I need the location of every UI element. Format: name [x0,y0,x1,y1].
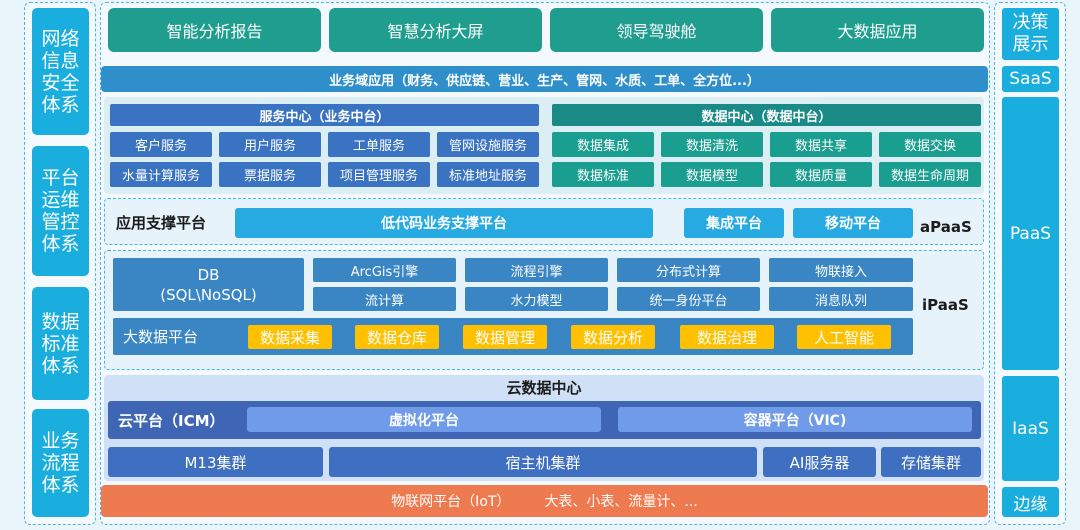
app-smart-screen[interactable]: 智慧分析大屏 [329,8,542,52]
layer-edge[interactable]: 边缘 [1002,487,1059,517]
bigdata-label: 大数据平台 [123,328,199,346]
data-item[interactable]: 数据交换 [879,132,981,157]
layer-iaas[interactable]: IaaS [1002,376,1059,481]
mobile-platform[interactable]: 移动平台 [793,208,913,238]
virtualization-platform[interactable]: 虚拟化平台 [247,407,601,432]
db-label: DB (SQL\NoSQL) [160,265,257,304]
data-item[interactable]: 数据集成 [552,132,654,157]
bigdata-item[interactable]: 人工智能 [797,325,891,349]
db-box[interactable]: DB (SQL\NoSQL) [113,258,304,311]
iot-devices-label: 大表、小表、流量计、... [544,494,698,510]
data-item[interactable]: 数据生命周期 [879,162,981,187]
ipaas-item[interactable]: 流计算 [313,287,456,311]
service-center-title: 服务中心（业务中台） [110,104,539,126]
service-item[interactable]: 客户服务 [110,132,212,157]
app-support-label: 应用支撑平台 [116,213,207,232]
ipaas-item[interactable]: 物联接入 [769,258,913,282]
layer-paas[interactable]: PaaS [1002,97,1059,370]
lowcode-platform[interactable]: 低代码业务支撑平台 [235,208,653,238]
service-item[interactable]: 项目管理服务 [328,162,430,187]
left-item-process[interactable]: 业务流程体系 [32,409,89,517]
app-leader-cockpit[interactable]: 领导驾驶舱 [550,8,763,52]
layer-saas[interactable]: SaaS [1002,66,1059,92]
service-item[interactable]: 水量计算服务 [110,162,212,187]
service-item[interactable]: 标准地址服务 [437,162,539,187]
layer-decision[interactable]: 决策展示 [1002,8,1059,60]
left-item-datastd[interactable]: 数据标准体系 [32,287,89,400]
cloud-title: 云数据中心 [506,378,582,397]
data-center-title: 数据中心（数据中台） [552,104,981,126]
host-cluster[interactable]: 宿主机集群 [329,447,757,477]
apaas-tag: aPaaS [920,218,972,236]
bigdata-item[interactable]: 数据分析 [571,325,655,349]
bigdata-item[interactable]: 数据仓库 [355,325,439,349]
ipaas-item[interactable]: ArcGis引擎 [313,258,456,282]
business-domain-bar[interactable]: 业务域应用（财务、供应链、营业、生产、管网、水质、工单、全方位...） [101,66,988,92]
ipaas-item[interactable]: 消息队列 [769,287,913,311]
data-item[interactable]: 数据共享 [770,132,872,157]
ipaas-item[interactable]: 流程引擎 [465,258,608,282]
ipaas-tag: iPaaS [922,296,969,314]
bigdata-item[interactable]: 数据治理 [680,325,774,349]
integration-platform[interactable]: 集成平台 [684,208,784,238]
left-item-security[interactable]: 网络信息安全体系 [32,8,89,135]
ipaas-item[interactable]: 分布式计算 [617,258,760,282]
service-item[interactable]: 管网设施服务 [437,132,539,157]
iot-platform-bar[interactable]: 物联网平台（IoT） 大表、小表、流量计、... [101,485,988,517]
service-item[interactable]: 工单服务 [328,132,430,157]
bigdata-item[interactable]: 数据管理 [463,325,547,349]
bigdata-item[interactable]: 数据采集 [248,325,332,349]
service-item[interactable]: 票据服务 [219,162,321,187]
app-smart-report[interactable]: 智能分析报告 [108,8,321,52]
ai-server[interactable]: AI服务器 [763,447,876,477]
ipaas-item[interactable]: 统一身份平台 [617,287,760,311]
data-item[interactable]: 数据清洗 [661,132,763,157]
data-item[interactable]: 数据标准 [552,162,654,187]
service-item[interactable]: 用户服务 [219,132,321,157]
iot-platform-label: 物联网平台（IoT） [391,494,511,510]
data-item[interactable]: 数据模型 [661,162,763,187]
data-item[interactable]: 数据质量 [770,162,872,187]
m13-cluster[interactable]: M13集群 [108,447,323,477]
container-platform[interactable]: 容器平台（VIC) [618,407,972,432]
ipaas-item[interactable]: 水力模型 [465,287,608,311]
icm-label: 云平台（ICM） [118,411,225,430]
storage-cluster[interactable]: 存储集群 [881,447,981,477]
left-item-ops[interactable]: 平台运维管控体系 [32,146,89,276]
app-bigdata[interactable]: 大数据应用 [771,8,984,52]
